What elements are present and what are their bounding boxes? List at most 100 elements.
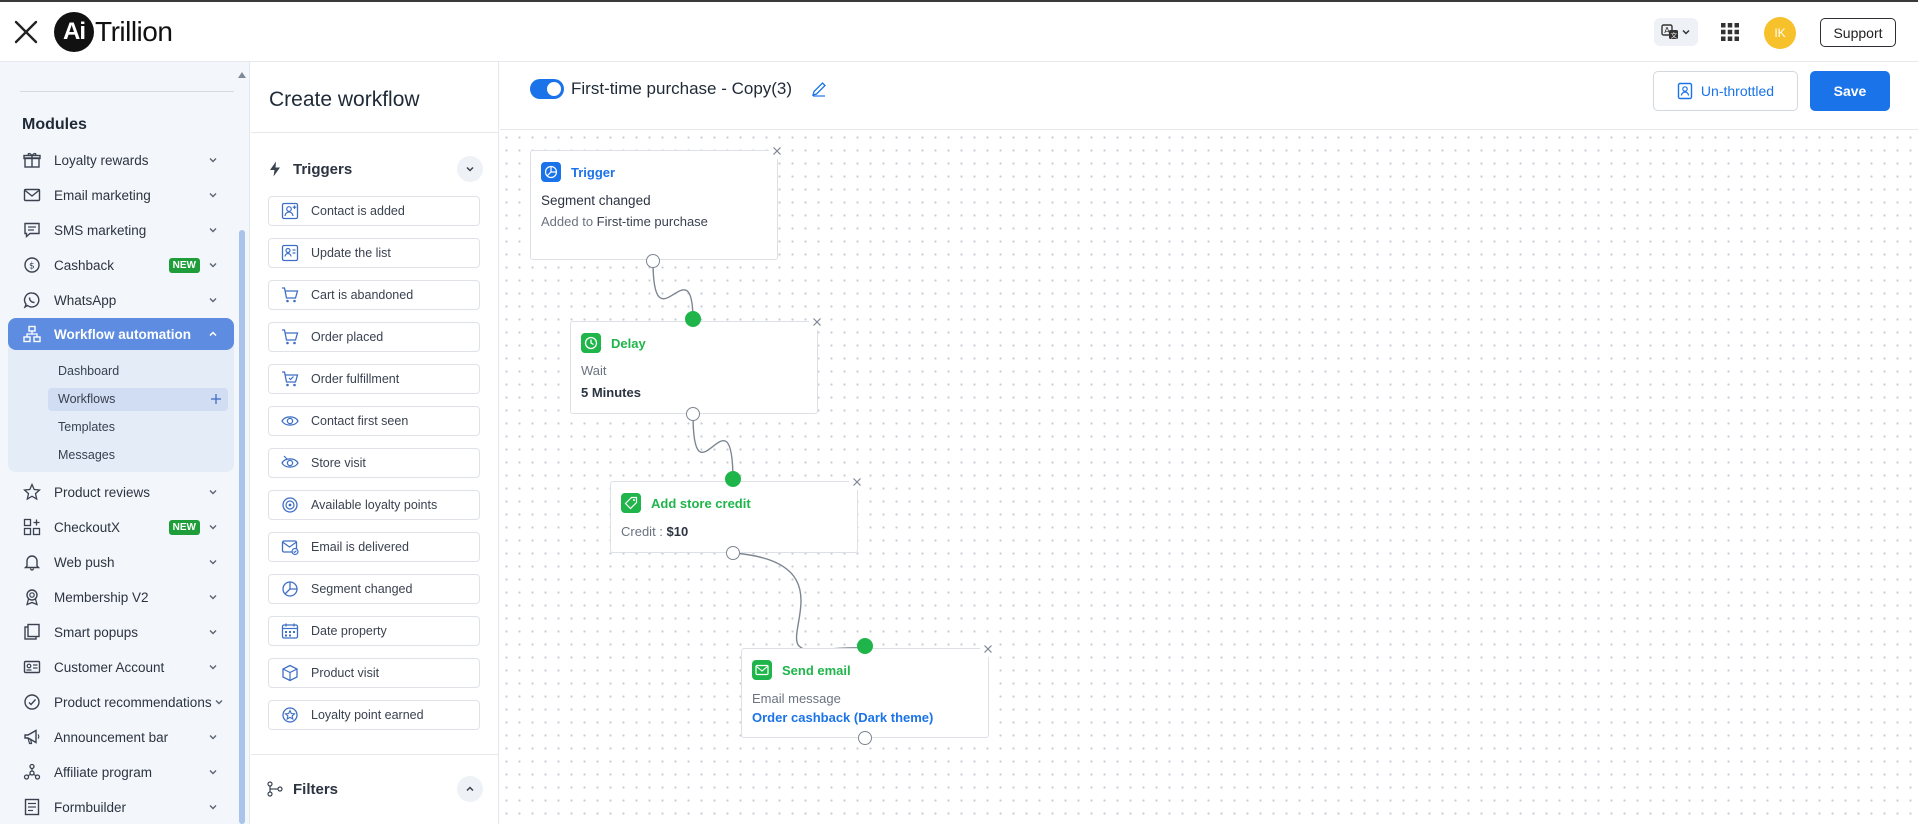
close-icon[interactable]	[769, 143, 785, 159]
chevron-down-icon	[206, 625, 220, 639]
delay-output-port[interactable]	[686, 407, 700, 421]
workflow-header: First-time purchase - Copy(3) Un-throttl…	[500, 62, 1918, 130]
sidebar-item-label: Announcement bar	[54, 729, 169, 745]
sidebar-item-label: Web push	[54, 554, 115, 570]
new-badge: NEW	[168, 257, 200, 273]
trigger-email-is-delivered[interactable]: Email is delivered	[268, 532, 480, 562]
email-template-link[interactable]: Order cashback (Dark theme)	[752, 710, 934, 725]
language-selector[interactable]: A 文	[1654, 18, 1698, 46]
sidebar-scrollbar[interactable]	[239, 230, 245, 824]
chevron-down-icon	[206, 485, 220, 499]
sidebar-item-label: Affiliate program	[54, 764, 153, 780]
sidebar-item-announcement-bar[interactable]: Announcement bar	[8, 721, 234, 753]
submenu-templates[interactable]: Templates	[58, 420, 115, 434]
close-icon[interactable]	[10, 16, 42, 48]
workflow-enabled-toggle[interactable]	[530, 79, 564, 99]
workflow-name: First-time purchase - Copy(3)	[571, 79, 793, 98]
credit-prefix: Credit :	[621, 524, 667, 539]
sidebar-item-cashback[interactable]: $ Cashback NEW	[8, 249, 234, 281]
trigger-update-the-list[interactable]: Update the list	[268, 238, 480, 268]
credit-output-port[interactable]	[726, 546, 740, 560]
sidebar-item-affiliate-program[interactable]: Affiliate program	[8, 756, 234, 788]
close-icon[interactable]	[980, 641, 996, 657]
sidebar-item-membership-v2[interactable]: Membership V2	[8, 581, 234, 613]
close-icon[interactable]	[849, 474, 865, 490]
chat-icon	[22, 220, 42, 240]
chevron-down-icon	[206, 153, 220, 167]
submenu-messages[interactable]: Messages	[58, 448, 115, 462]
trigger-order-placed[interactable]: Order placed	[268, 322, 480, 352]
trigger-label: Store visit	[311, 456, 366, 470]
trigger-store-visit[interactable]: Store visit	[268, 448, 480, 478]
sidebar-item-sms-marketing[interactable]: SMS marketing	[8, 214, 234, 246]
sidebar-item-formbuilder[interactable]: Formbuilder	[8, 791, 234, 823]
logo-ai-mark: Ai	[54, 12, 94, 52]
sidebar-item-workflow-automation[interactable]: Workflow automation	[8, 318, 234, 350]
delay-input-port[interactable]	[685, 311, 701, 327]
support-button[interactable]: Support	[1820, 18, 1896, 47]
submenu-workflows-highlight[interactable]	[48, 388, 228, 411]
sidebar-item-whatsapp[interactable]: WhatsApp	[8, 284, 234, 316]
trigger-contact-is-added[interactable]: Contact is added	[268, 196, 480, 226]
sidebar-item-smart-popups[interactable]: Smart popups	[8, 616, 234, 648]
unthrottled-button[interactable]: Un-throttled	[1653, 71, 1798, 111]
filter-branch-icon	[267, 781, 283, 797]
filters-section-header[interactable]: Filters	[267, 775, 483, 803]
sidebar-item-product-reviews[interactable]: Product reviews	[8, 476, 234, 508]
workflow-canvas[interactable]: Trigger Segment changed Added to First-t…	[500, 131, 1918, 824]
email-output-port[interactable]	[858, 731, 872, 745]
node-desc-value: First-time purchase	[596, 214, 708, 229]
new-badge: NEW	[168, 519, 200, 535]
node-delay[interactable]: Delay Wait 5 Minutes	[570, 314, 825, 414]
node-add-store-credit[interactable]: Add store credit Credit : $10	[610, 474, 865, 553]
eye-icon	[281, 412, 299, 430]
eye-visit-icon	[281, 454, 299, 472]
node-type-label: Trigger	[571, 164, 616, 180]
plus-icon[interactable]	[210, 393, 222, 405]
megaphone-icon	[22, 727, 42, 747]
sidebar-item-customer-account[interactable]: Customer Account	[8, 651, 234, 683]
collapse-triggers-button[interactable]	[457, 156, 483, 182]
trigger-product-visit[interactable]: Product visit	[268, 658, 480, 688]
trigger-contact-first-seen[interactable]: Contact first seen	[268, 406, 480, 436]
trigger-cart-is-abandoned[interactable]: Cart is abandoned	[268, 280, 480, 310]
node-description: Added to First-time purchase	[541, 214, 708, 229]
node-header: Trigger	[541, 162, 615, 182]
node-trigger[interactable]: Trigger Segment changed Added to First-t…	[530, 143, 785, 260]
cashback-icon: $	[22, 255, 42, 275]
pencil-edit-icon[interactable]	[811, 81, 827, 97]
chevron-down-icon	[206, 660, 220, 674]
trigger-order-fulfillment[interactable]: Order fulfillment	[268, 364, 480, 394]
trigger-loyalty-point-earned[interactable]: Loyalty point earned	[268, 700, 480, 730]
sidebar-item-web-push[interactable]: Web push	[8, 546, 234, 578]
sidebar-item-label: Smart popups	[54, 624, 139, 640]
apps-grid-icon[interactable]	[1718, 20, 1742, 44]
expand-filters-button[interactable]	[457, 776, 483, 802]
trigger-available-loyalty-points[interactable]: Available loyalty points	[268, 490, 480, 520]
email-input-port[interactable]	[857, 638, 873, 654]
submenu-dashboard[interactable]: Dashboard	[58, 364, 120, 378]
trigger-date-property[interactable]: Date property	[268, 616, 480, 646]
calendar-icon	[281, 622, 299, 640]
sidebar-item-label: Customer Account	[54, 659, 165, 675]
node-send-email[interactable]: Send email Email message Order cashback …	[741, 641, 996, 738]
chevron-down-icon	[1682, 29, 1690, 35]
sidebar-item-checkoutx[interactable]: CheckoutX NEW	[8, 511, 234, 543]
close-icon[interactable]	[809, 314, 825, 330]
trigger-segment-changed[interactable]: Segment changed	[268, 574, 480, 604]
scroll-up-arrow-icon[interactable]	[238, 72, 246, 78]
workflow-icon	[22, 324, 42, 344]
user-avatar[interactable]: IK	[1764, 17, 1796, 49]
trigger-output-port[interactable]	[646, 254, 660, 268]
save-button[interactable]: Save	[1810, 71, 1890, 111]
submenu-workflows[interactable]: Workflows	[58, 392, 116, 406]
sidebar-item-product-recommendations[interactable]: Product recommendations	[8, 686, 234, 718]
credit-input-port[interactable]	[725, 471, 741, 487]
email-delivered-icon	[281, 538, 299, 556]
sidebar-item-loyalty-rewards[interactable]: Loyalty rewards	[8, 144, 234, 176]
sidebar-item-email-marketing[interactable]: Email marketing	[8, 179, 234, 211]
brand-logo[interactable]: Ai Trillion	[54, 12, 173, 52]
triggers-section-header[interactable]: Triggers	[267, 155, 483, 183]
panel-title: Create workflow	[269, 88, 420, 111]
logo-wordmark: Trillion	[95, 16, 173, 47]
